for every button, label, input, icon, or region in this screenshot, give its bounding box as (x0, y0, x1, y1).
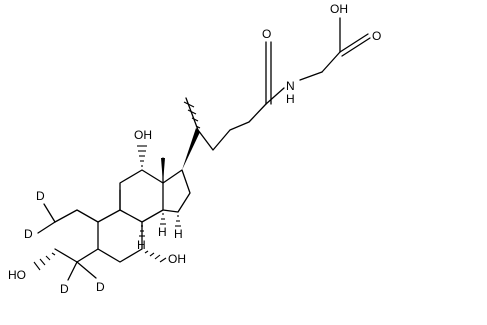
carboxyl-oxygen-label: O (372, 29, 381, 43)
deuterium-c4-right-label: D (96, 280, 105, 294)
deuterium-c2-upper-label: D (36, 189, 45, 203)
skeleton-bonds (54, 17, 371, 263)
c7-hydroxyl-label: OH (168, 252, 186, 266)
c12-hydroxyl-label: OH (134, 128, 152, 142)
c8-hydrogen-label: H (158, 225, 167, 239)
c9-hydrogen-label: H (137, 238, 146, 252)
amide-nitrogen-label: N (286, 79, 295, 93)
deuterium-bonds (37, 203, 97, 281)
c3-hydroxyl-label: HO (8, 268, 26, 282)
deuterium-c4-left-label: D (60, 282, 69, 296)
hash-bonds (33, 101, 201, 271)
deuterium-c2-lower-label: D (24, 227, 33, 241)
carboxyl-hydroxyl-label: OH (330, 2, 348, 16)
c14-hydrogen-label: H (174, 227, 183, 241)
amide-hydrogen-label: H (286, 92, 295, 106)
atom-labels: OH O O N H OH HO OH D D D D H H H (8, 2, 381, 296)
amide-oxygen-label: O (262, 27, 271, 41)
wedge-bonds (161, 128, 200, 183)
